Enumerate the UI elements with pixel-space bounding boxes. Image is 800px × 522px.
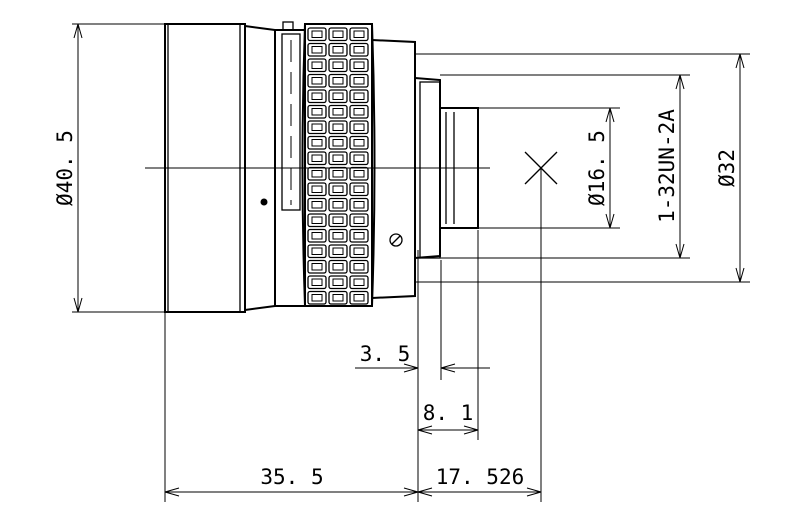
rear-protrusion-label: 8. 1 [423, 401, 474, 425]
thread-spec-label: 1-32UN-2A [655, 109, 679, 223]
flange-focal-distance-label: 17. 526 [436, 465, 525, 489]
inner-diameter-label: Ø16. 5 [585, 130, 609, 206]
set-screw-icon [282, 21, 294, 31]
index-dot [260, 198, 268, 206]
outer-diameter-label: Ø40. 5 [53, 130, 77, 206]
dimension-lines [73, 23, 745, 497]
flange-offset-label: 3. 5 [360, 342, 411, 366]
lens-length-label: 35. 5 [260, 465, 323, 489]
rear-body [371, 39, 479, 299]
knurled-ring [301, 23, 376, 307]
mount-diameter-label: Ø32 [715, 149, 739, 187]
focus-ring-section [260, 21, 306, 307]
screw-icon [389, 233, 403, 247]
extension-lines [72, 23, 750, 502]
knurl-pattern [307, 27, 369, 305]
